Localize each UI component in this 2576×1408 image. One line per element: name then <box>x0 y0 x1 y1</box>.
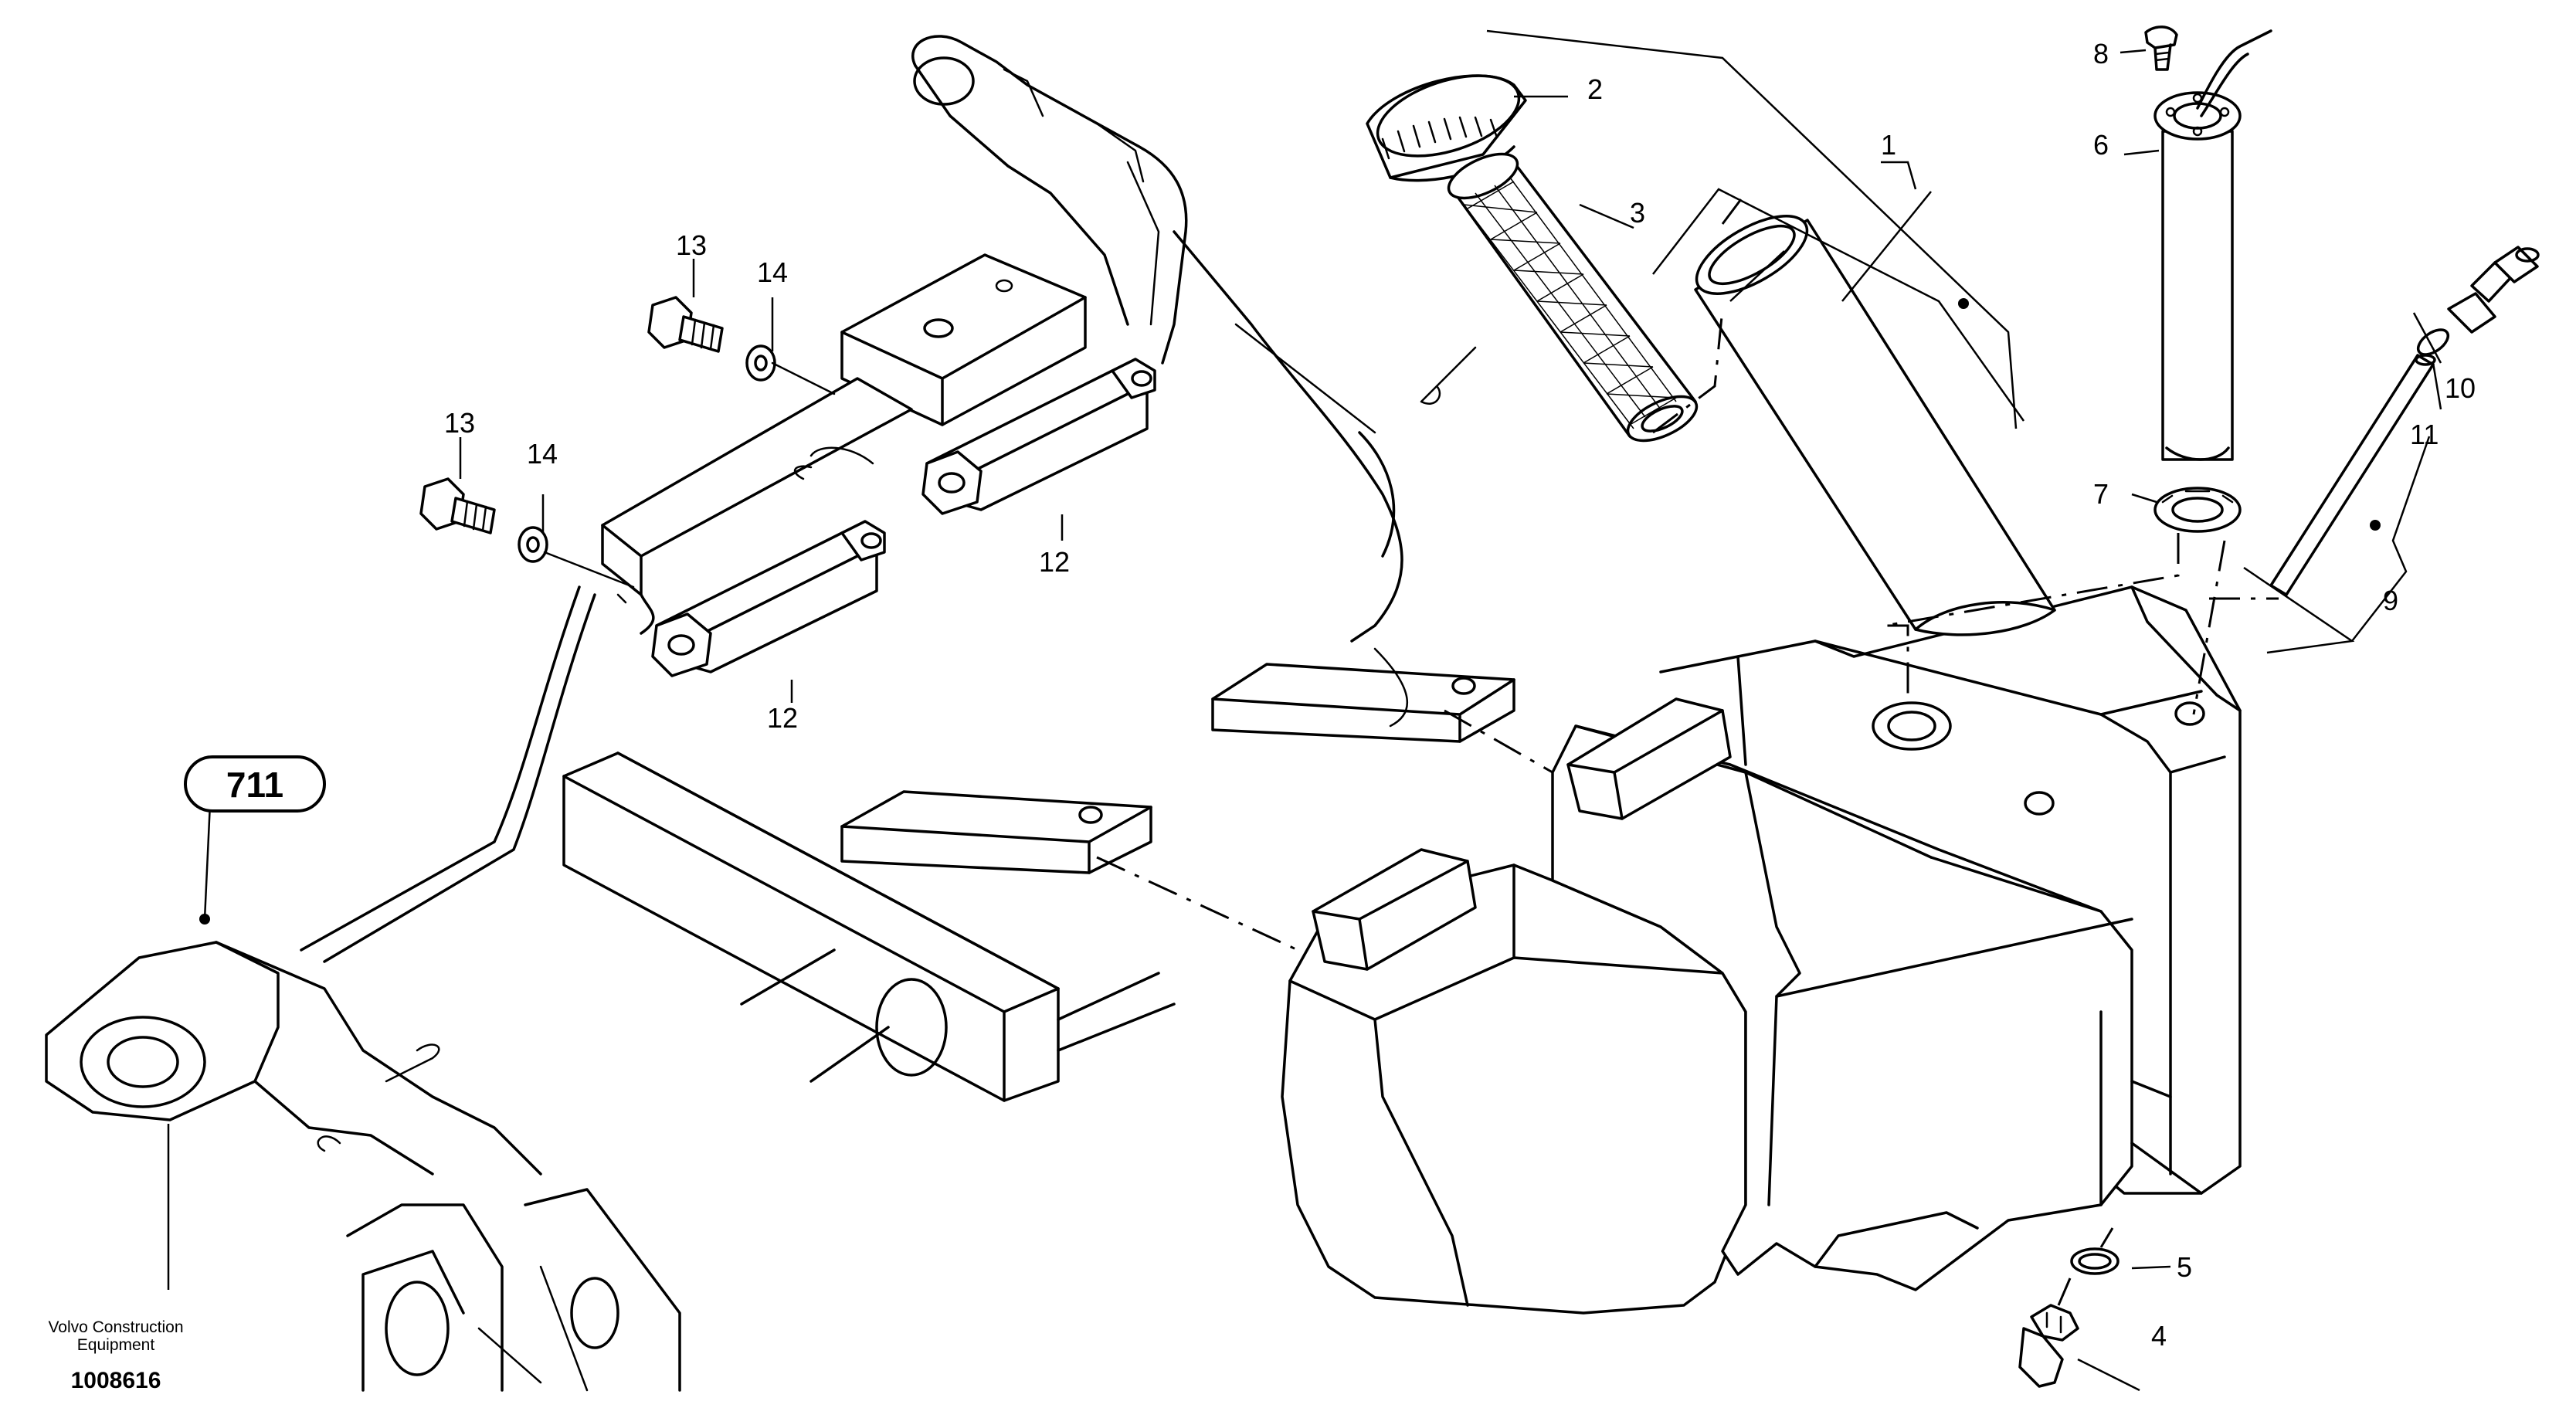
sender-gasket <box>2153 487 2242 533</box>
frame-rail-plate <box>601 377 913 635</box>
callout-12-lower: 12 <box>767 702 798 734</box>
footer: Volvo Construction Equipment 1008616 <box>48 1318 183 1393</box>
filler-neck <box>1694 215 2056 636</box>
company-name-line2: Equipment <box>77 1336 155 1354</box>
washer-lower <box>518 526 548 563</box>
bolt-axis-lower <box>543 551 635 589</box>
callout-5: 5 <box>2177 1251 2192 1283</box>
company-name-line1: Volvo Construction <box>48 1318 183 1336</box>
callout-3: 3 <box>1630 197 1645 229</box>
clamp-lower <box>651 520 886 677</box>
callout-13-upper: 13 <box>676 229 707 261</box>
bolt-upper <box>647 296 724 353</box>
callout-8: 8 <box>2093 38 2109 70</box>
callout-10: 10 <box>2445 372 2476 404</box>
callout-11: 11 <box>2410 419 2439 450</box>
washer-upper <box>745 344 776 382</box>
reference-badge-number: 711 <box>226 765 283 805</box>
document-number: 1008616 <box>71 1368 161 1393</box>
callout-13-lower: 13 <box>444 407 475 439</box>
leader-lines <box>167 29 2442 1392</box>
strainer <box>1447 152 1699 443</box>
callout-2: 2 <box>1587 73 1603 105</box>
callout-4: 4 <box>2151 1320 2167 1352</box>
callout-1: 1 <box>1881 129 1896 161</box>
sender-screw <box>2144 25 2178 71</box>
support-pad-lower <box>840 790 1152 874</box>
callout-labels: 2 3 1 8 6 7 10 11 9 5 4 12 12 13 14 13 1… <box>444 38 2476 1352</box>
breather-tube <box>2269 354 2436 596</box>
fuel-level-sender <box>2153 29 2272 461</box>
reference-badge: 711 <box>184 755 326 813</box>
frame-edge <box>1420 346 1477 405</box>
callout-12-upper: 12 <box>1039 546 1070 578</box>
drain-plug <box>2018 1304 2079 1388</box>
chassis-frame <box>45 35 1403 1392</box>
bolt-lower <box>419 477 496 534</box>
filler-cap <box>1366 74 1527 182</box>
clamp-upper <box>921 358 1156 515</box>
callout-14-upper: 14 <box>757 256 788 288</box>
assembly-lines <box>1096 192 2279 1306</box>
breather-o-ring <box>2416 328 2450 356</box>
bolt-axis-upper <box>771 361 836 395</box>
cross-beam <box>562 751 1176 1102</box>
callout-7: 7 <box>2093 478 2109 510</box>
breather-fitting <box>2447 246 2540 334</box>
support-pad-upper <box>1211 663 1515 743</box>
callout-9: 9 <box>2383 585 2398 616</box>
callout-14-lower: 14 <box>527 438 558 470</box>
callout-6: 6 <box>2093 129 2109 161</box>
o-ring-drain <box>2070 1247 2120 1275</box>
frame-hook <box>1373 647 1409 728</box>
mounting-block <box>840 253 1087 426</box>
fuel-tank <box>1281 585 2242 1315</box>
